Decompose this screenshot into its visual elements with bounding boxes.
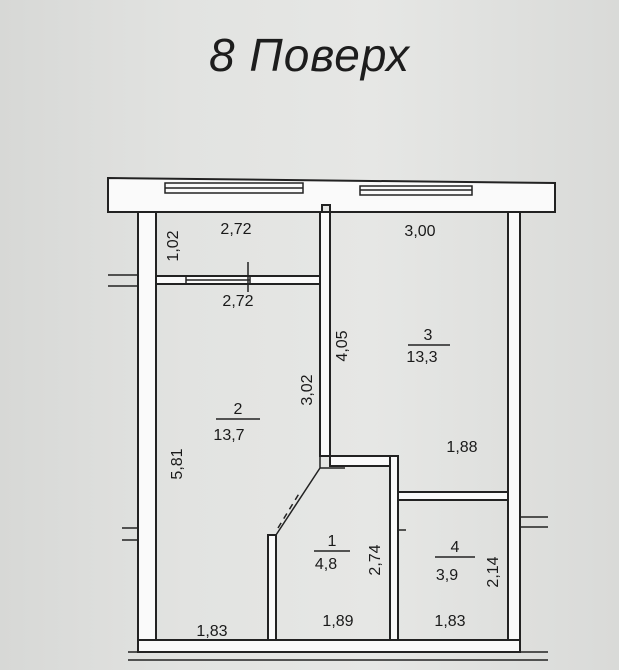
dim-room3-right-lower: 1,88: [446, 439, 477, 456]
dim-room3-top: 3,00: [404, 223, 435, 240]
room-2-area: 13,7: [213, 427, 244, 444]
interior-walls: [267, 211, 509, 641]
room-4-number: 4: [451, 539, 460, 556]
room-3-area: 13,3: [406, 349, 437, 366]
dim-bath-bottom: 1,83: [434, 613, 465, 630]
room-4-area: 3,9: [436, 567, 458, 584]
room-2-number: 2: [234, 401, 243, 418]
dim-room2-top: 2,72: [222, 293, 253, 310]
dimension-labels: 2,72 1,02 2,72 5,81 3,02 1,83 3,00 4,05 …: [165, 221, 502, 640]
room-labels: 2 13,7 3 13,3 1 4,8 4 3,9: [213, 327, 475, 584]
room-3-number: 3: [424, 327, 433, 344]
room-1-area: 4,8: [315, 556, 337, 573]
dim-balcony-depth: 1,02: [165, 230, 182, 261]
dim-room2-bottom: 1,83: [196, 623, 227, 640]
balcony-partition: [155, 262, 321, 292]
page-title: 8 Поверх: [209, 29, 410, 81]
dim-room3-height: 4,05: [334, 330, 351, 361]
dim-balcony-width: 2,72: [220, 221, 251, 238]
dim-room2-height: 5,81: [169, 448, 186, 479]
exterior-walls: [107, 176, 556, 661]
dim-bath-height: 2,14: [485, 556, 502, 587]
room-1-number: 1: [328, 533, 337, 550]
dim-hall-bottom: 1,89: [322, 613, 353, 630]
dim-room2-right: 3,02: [299, 374, 316, 405]
dim-hall-height: 2,74: [367, 544, 384, 575]
